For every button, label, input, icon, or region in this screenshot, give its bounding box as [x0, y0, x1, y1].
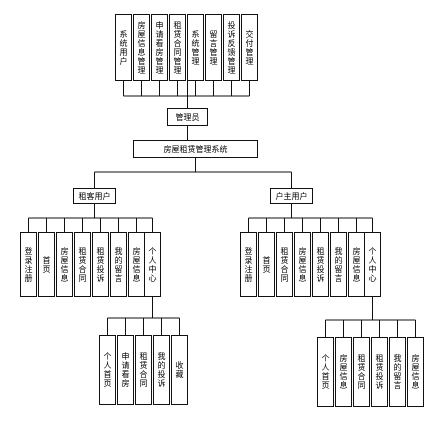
admin-child-label: 申请看房管理	[155, 20, 164, 75]
tenant-child-label: 房屋信息	[60, 246, 69, 283]
tenant-node: 租客用户	[73, 188, 116, 204]
owner-pc-child-label: 我的留言	[393, 354, 402, 390]
tenant-child-label: 登录注册	[24, 246, 33, 283]
tenant-child-box: 首页	[38, 232, 55, 297]
owner-child-label: 租赁投诉	[316, 246, 325, 283]
tenant-pc-child-box: 收藏	[171, 335, 188, 405]
owner-pc-child-label: 租赁投诉	[375, 354, 384, 390]
owner-child-box: 登录注册	[240, 232, 257, 297]
admin-child-label: 系统用户	[119, 29, 128, 66]
tenant-pc-child-label: 个人首页	[103, 352, 112, 388]
owner-child-box: 租赁合同	[276, 232, 293, 297]
admin-child-label: 投诉反馈管理	[227, 20, 236, 75]
tenant-personal-center-box: 个人中心	[144, 232, 161, 297]
tenant-child-box: 租赁投诉	[92, 232, 109, 297]
admin-child-box: 申请看房管理	[151, 14, 168, 81]
admin-child-label: 留言管理	[209, 29, 218, 66]
tenant-child-box: 我的留言	[110, 232, 127, 297]
admin-child-box: 交付管理	[241, 14, 258, 81]
tenant-child-box: 租赁合同	[74, 232, 91, 297]
owner-child-label: 房屋信息	[298, 246, 307, 283]
tenant-child-box: 房屋信息	[128, 232, 145, 297]
owner-pc-child-box: 房屋信息	[407, 337, 424, 407]
owner-node: 户主用户	[270, 188, 313, 204]
tenant-child-label: 个人中心	[148, 246, 157, 283]
owner-child-label: 租赁合同	[280, 246, 289, 283]
owner-child-box: 我的留言	[330, 232, 347, 297]
owner-child-label: 我的留言	[334, 246, 343, 283]
owner-pc-child-label: 房屋信息	[411, 354, 420, 390]
tenant-pc-child-label: 申请看房	[121, 352, 130, 388]
tenant-pc-child-label: 我的投诉	[157, 352, 166, 388]
owner-child-label: 房屋信息	[352, 246, 361, 283]
owner-child-box: 房屋信息	[348, 232, 365, 297]
admin-child-label: 租赁合同管理	[173, 20, 182, 75]
admin-child-box: 房屋信息管理	[133, 14, 150, 81]
owner-pc-child-box: 房屋信息	[335, 337, 352, 407]
owner-personal-center-box: 个人中心	[364, 232, 381, 297]
admin-child-box: 留言管理	[205, 14, 222, 81]
owner-child-label: 个人中心	[368, 246, 377, 283]
admin-child-box: 系统用户	[115, 14, 132, 81]
admin-node: 管理员	[167, 108, 208, 126]
root-node-label: 房屋租赁管理系统	[163, 144, 228, 154]
admin-node-label: 管理员	[175, 112, 200, 122]
tenant-pc-child-box: 我的投诉	[153, 335, 170, 405]
owner-pc-child-box: 租赁合同	[353, 337, 370, 407]
admin-child-label: 交付管理	[245, 29, 254, 66]
owner-child-label: 首页	[262, 255, 271, 274]
admin-child-label: 房屋信息管理	[137, 20, 146, 75]
tenant-child-label: 首页	[42, 255, 51, 274]
owner-pc-child-box: 个人首页	[317, 337, 334, 407]
admin-child-box: 投诉反馈管理	[223, 14, 240, 81]
tenant-pc-child-label: 租赁合同	[139, 352, 148, 388]
root-node: 房屋租赁管理系统	[133, 140, 258, 158]
tenant-pc-child-box: 个人首页	[99, 335, 116, 405]
tenant-child-label: 我的留言	[114, 246, 123, 283]
owner-node-label: 户主用户	[275, 191, 308, 201]
tenant-child-box: 房屋信息	[56, 232, 73, 297]
tenant-child-label: 房屋信息	[132, 246, 141, 283]
owner-child-label: 登录注册	[244, 246, 253, 283]
owner-child-box: 首页	[258, 232, 275, 297]
tenant-pc-child-box: 租赁合同	[135, 335, 152, 405]
owner-child-box: 房屋信息	[294, 232, 311, 297]
owner-pc-child-label: 租赁合同	[357, 354, 366, 390]
owner-pc-child-box: 我的留言	[389, 337, 406, 407]
tenant-pc-child-label: 收藏	[175, 361, 184, 379]
tenant-child-label: 租赁投诉	[96, 246, 105, 283]
tenant-child-label: 租赁合同	[78, 246, 87, 283]
tenant-node-label: 租客用户	[78, 191, 111, 201]
admin-child-box: 系统管理	[187, 14, 204, 81]
owner-pc-child-label: 房屋信息	[339, 354, 348, 390]
tenant-child-box: 登录注册	[20, 232, 37, 297]
admin-child-label: 系统管理	[191, 29, 200, 66]
tenant-pc-child-box: 申请看房	[117, 335, 134, 405]
owner-child-box: 租赁投诉	[312, 232, 329, 297]
admin-child-box: 租赁合同管理	[169, 14, 186, 81]
owner-pc-child-label: 个人首页	[321, 354, 330, 390]
owner-pc-child-box: 租赁投诉	[371, 337, 388, 407]
